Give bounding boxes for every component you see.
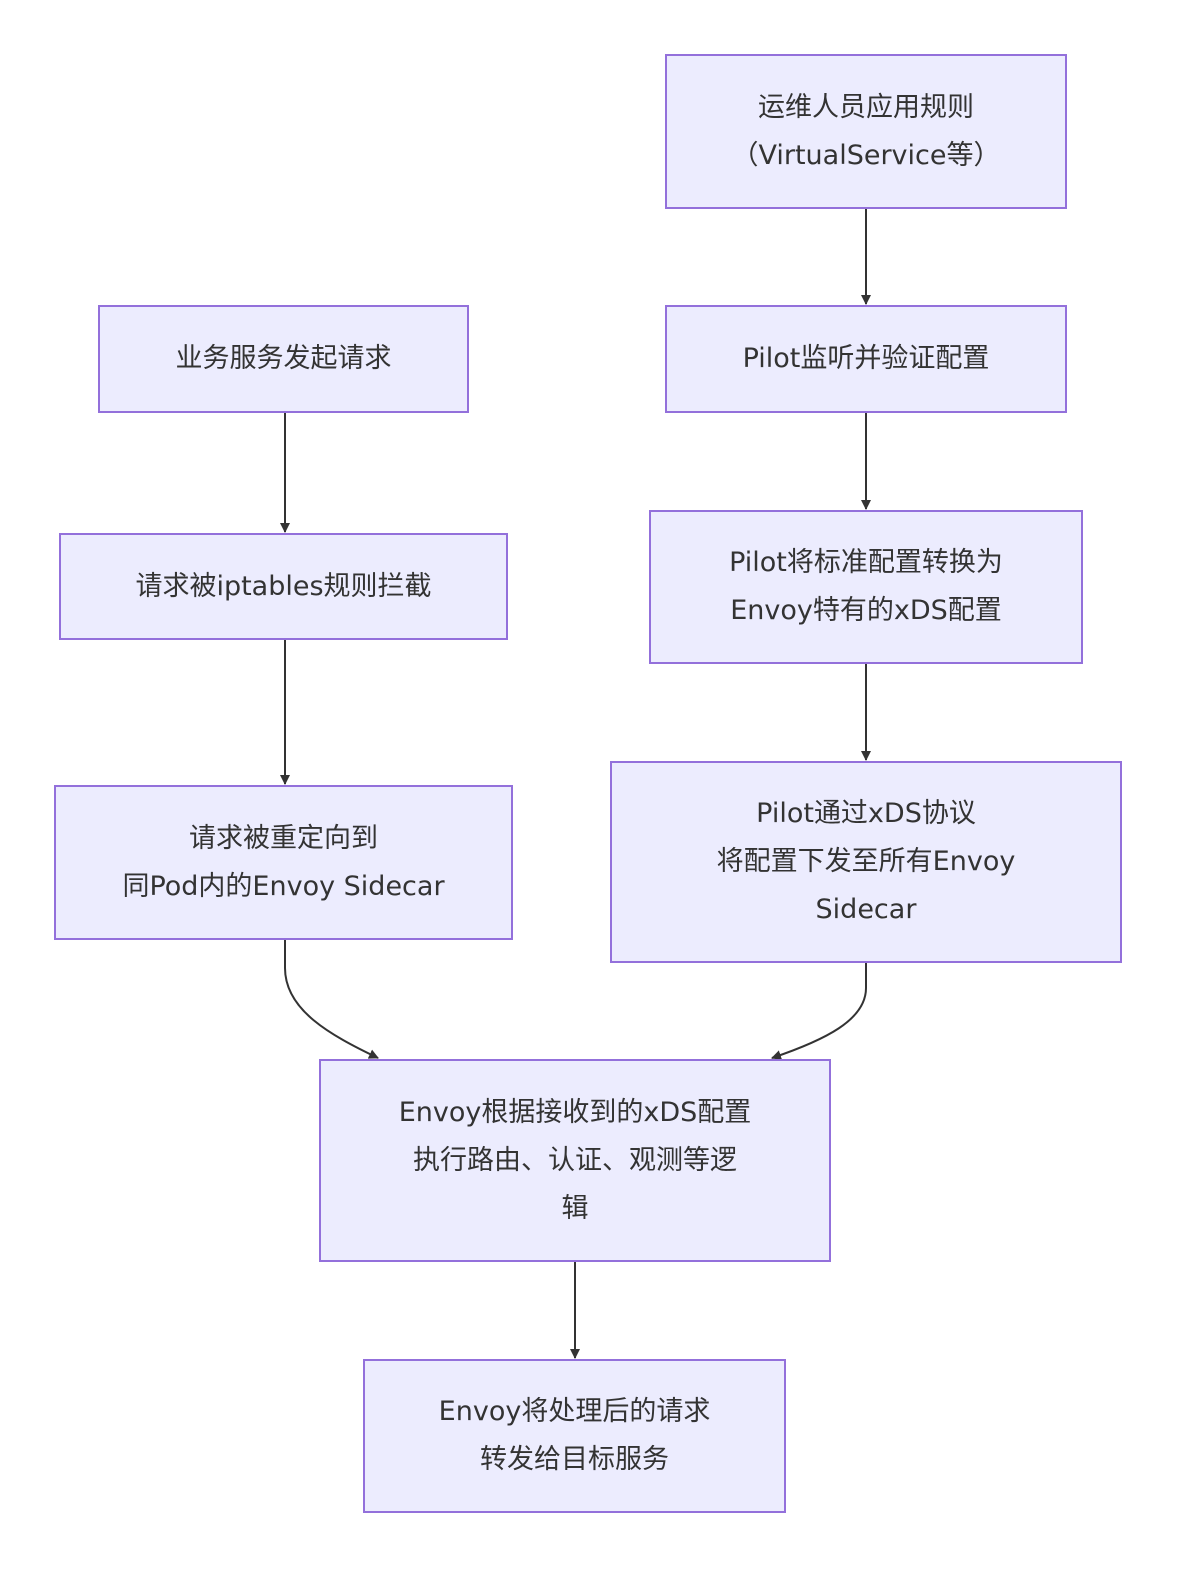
- node-envoy-execute: Envoy根据接收到的xDS配置 执行路由、认证、观测等逻 辑: [319, 1059, 831, 1262]
- node-line: 转发给目标服务: [480, 1444, 669, 1475]
- node-line: Pilot将标准配置转换为: [729, 547, 1003, 578]
- node-line: 辑: [561, 1192, 589, 1224]
- node-line: 请求被重定向到: [189, 822, 378, 854]
- node-service-request: 业务服务发起请求: [98, 305, 469, 413]
- node-line: （VirtualService等）: [731, 139, 1001, 171]
- node-pilot-push: Pilot通过xDS协议 将配置下发至所有Envoy Sidecar: [610, 761, 1122, 963]
- node-pilot-watch: Pilot监听并验证配置: [665, 305, 1067, 413]
- node-line: 请求被iptables规则拦截: [135, 570, 432, 602]
- node-line: Envoy根据接收到的xDS配置: [398, 1096, 752, 1128]
- node-iptables-intercept: 请求被iptables规则拦截: [59, 533, 508, 640]
- node-line: 执行路由、认证、观测等逻: [413, 1144, 737, 1176]
- node-redirect-sidecar: 请求被重定向到 同Pod内的Envoy Sidecar: [54, 785, 513, 940]
- node-line: 运维人员应用规则: [758, 91, 974, 123]
- node-line: 同Pod内的Envoy Sidecar: [122, 870, 445, 902]
- node-line: 将配置下发至所有Envoy: [716, 846, 1016, 877]
- node-pilot-convert: Pilot将标准配置转换为 Envoy特有的xDS配置: [649, 510, 1083, 664]
- node-line: Sidecar: [815, 894, 917, 925]
- node-line: Pilot监听并验证配置: [742, 343, 990, 374]
- node-envoy-forward: Envoy将处理后的请求 转发给目标服务: [363, 1359, 786, 1513]
- node-line: Envoy特有的xDS配置: [730, 595, 1002, 626]
- node-line: Envoy将处理后的请求: [438, 1396, 711, 1427]
- edge-redirect-to-envoy-execute: [284, 940, 379, 1059]
- node-line: Pilot通过xDS协议: [756, 798, 976, 829]
- node-ops-apply-rules: 运维人员应用规则 （VirtualService等）: [665, 54, 1067, 209]
- node-line: 业务服务发起请求: [175, 343, 392, 374]
- edge-pilot-push-to-envoy-execute: [771, 963, 867, 1060]
